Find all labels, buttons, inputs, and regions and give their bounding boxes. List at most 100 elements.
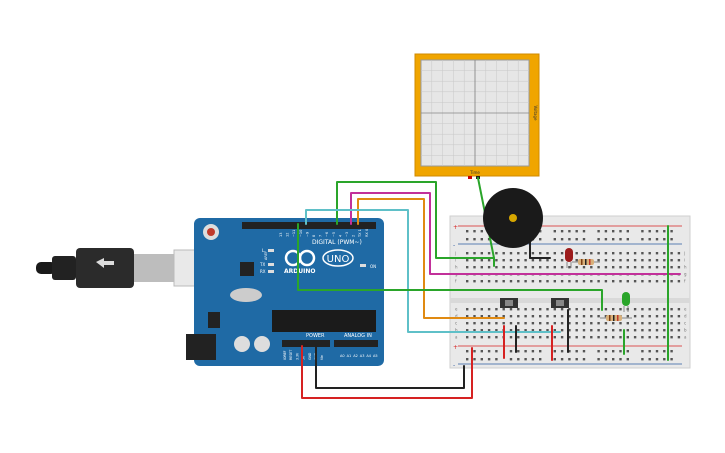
- breadboard-hole[interactable]: [546, 266, 549, 269]
- breadboard-hole[interactable]: [633, 252, 637, 255]
- breadboard-hole[interactable]: [509, 329, 513, 332]
- breadboard-hole[interactable]: [495, 315, 498, 318]
- breadboard-hole[interactable]: [473, 329, 476, 332]
- breadboard-hole[interactable]: [502, 322, 505, 325]
- breadboard-hole[interactable]: [509, 336, 513, 339]
- breadboard-hole[interactable]: [524, 280, 527, 283]
- breadboard-hole[interactable]: [648, 259, 651, 262]
- breadboard-hole[interactable]: [539, 322, 542, 325]
- breadboard-hole[interactable]: [677, 322, 681, 325]
- breadboard-hole[interactable]: [531, 280, 535, 283]
- breadboard-hole[interactable]: [619, 280, 622, 283]
- breadboard-hole[interactable]: [670, 308, 673, 311]
- breadboard-hole[interactable]: [670, 350, 673, 353]
- breadboard-hole[interactable]: [641, 336, 644, 339]
- wire-orange[interactable]: [357, 198, 505, 319]
- breadboard-hole[interactable]: [553, 358, 556, 361]
- breadboard-holes[interactable]: [466, 230, 681, 361]
- breadboard-hole[interactable]: [677, 259, 681, 262]
- breadboard-hole[interactable]: [590, 308, 593, 311]
- breadboard-hole[interactable]: [612, 336, 615, 339]
- breadboard-hole[interactable]: [619, 329, 622, 332]
- breadboard-hole[interactable]: [509, 315, 513, 318]
- breadboard-hole[interactable]: [524, 266, 527, 269]
- breadboard-hole[interactable]: [641, 308, 644, 311]
- breadboard-hole[interactable]: [575, 308, 578, 311]
- scope-probe-pos[interactable]: [468, 176, 472, 179]
- breadboard-hole[interactable]: [582, 308, 586, 311]
- breadboard-hole[interactable]: [495, 259, 498, 262]
- breadboard-hole[interactable]: [553, 336, 556, 339]
- breadboard-hole[interactable]: [619, 252, 622, 255]
- breadboard-hole[interactable]: [531, 350, 535, 353]
- breadboard-hole[interactable]: [531, 322, 535, 325]
- pushbutton-1[interactable]: [500, 298, 518, 308]
- breadboard-hole[interactable]: [539, 315, 542, 318]
- breadboard-hole[interactable]: [663, 329, 666, 332]
- resistor-2[interactable]: [600, 315, 632, 321]
- breadboard-hole[interactable]: [582, 322, 586, 325]
- breadboard-hole[interactable]: [495, 322, 498, 325]
- breadboard-hole[interactable]: [546, 252, 549, 255]
- breadboard-hole[interactable]: [480, 336, 483, 339]
- breadboard-hole[interactable]: [641, 315, 644, 318]
- breadboard-hole[interactable]: [648, 238, 651, 241]
- breadboard-hole[interactable]: [626, 336, 629, 339]
- breadboard-hole[interactable]: [641, 252, 644, 255]
- breadboard-hole[interactable]: [495, 336, 498, 339]
- breadboard-hole[interactable]: [619, 308, 622, 311]
- breadboard-hole[interactable]: [560, 280, 564, 283]
- breadboard-hole[interactable]: [466, 322, 469, 325]
- breadboard-hole[interactable]: [560, 329, 564, 332]
- breadboard-hole[interactable]: [517, 252, 520, 255]
- breadboard-hole[interactable]: [655, 252, 659, 255]
- breadboard-hole[interactable]: [466, 336, 469, 339]
- breadboard-hole[interactable]: [670, 238, 673, 241]
- breadboard-hole[interactable]: [626, 266, 629, 269]
- breadboard-hole[interactable]: [612, 329, 615, 332]
- breadboard-hole[interactable]: [655, 336, 659, 339]
- breadboard-hole[interactable]: [517, 308, 520, 311]
- breadboard-hole[interactable]: [619, 336, 622, 339]
- breadboard-hole[interactable]: [517, 259, 520, 262]
- breadboard-hole[interactable]: [546, 329, 549, 332]
- breadboard-hole[interactable]: [546, 315, 549, 318]
- breadboard-hole[interactable]: [487, 329, 491, 332]
- breadboard-hole[interactable]: [582, 252, 586, 255]
- breadboard-hole[interactable]: [604, 238, 608, 241]
- breadboard-hole[interactable]: [466, 280, 469, 283]
- breadboard-hole[interactable]: [590, 329, 593, 332]
- breadboard-hole[interactable]: [517, 322, 520, 325]
- breadboard-hole[interactable]: [590, 315, 593, 318]
- breadboard-hole[interactable]: [480, 230, 483, 233]
- breadboard-hole[interactable]: [568, 350, 571, 353]
- breadboard-hole[interactable]: [582, 315, 586, 318]
- breadboard-hole[interactable]: [560, 238, 564, 241]
- breadboard-hole[interactable]: [553, 230, 556, 233]
- breadboard-hole[interactable]: [663, 336, 666, 339]
- wire-green-scope[interactable]: [336, 181, 495, 267]
- breadboard-hole[interactable]: [539, 336, 542, 339]
- breadboard-hole[interactable]: [612, 358, 615, 361]
- breadboard-hole[interactable]: [597, 252, 600, 255]
- breadboard-hole[interactable]: [582, 280, 586, 283]
- breadboard-hole[interactable]: [473, 336, 476, 339]
- wire-green-led[interactable]: [297, 223, 603, 311]
- breadboard-hole[interactable]: [480, 259, 483, 262]
- breadboard-hole[interactable]: [524, 315, 527, 318]
- breadboard-hole[interactable]: [531, 329, 535, 332]
- breadboard-hole[interactable]: [670, 252, 673, 255]
- breadboard-hole[interactable]: [633, 259, 637, 262]
- breadboard-hole[interactable]: [626, 350, 629, 353]
- breadboard-hole[interactable]: [655, 358, 659, 361]
- breadboard-hole[interactable]: [612, 280, 615, 283]
- breadboard-hole[interactable]: [677, 308, 681, 311]
- breadboard-hole[interactable]: [575, 238, 578, 241]
- breadboard-hole[interactable]: [502, 308, 505, 311]
- breadboard-hole[interactable]: [480, 280, 483, 283]
- breadboard-hole[interactable]: [677, 280, 681, 283]
- breadboard-hole[interactable]: [495, 350, 498, 353]
- breadboard-hole[interactable]: [539, 266, 542, 269]
- breadboard-hole[interactable]: [590, 252, 593, 255]
